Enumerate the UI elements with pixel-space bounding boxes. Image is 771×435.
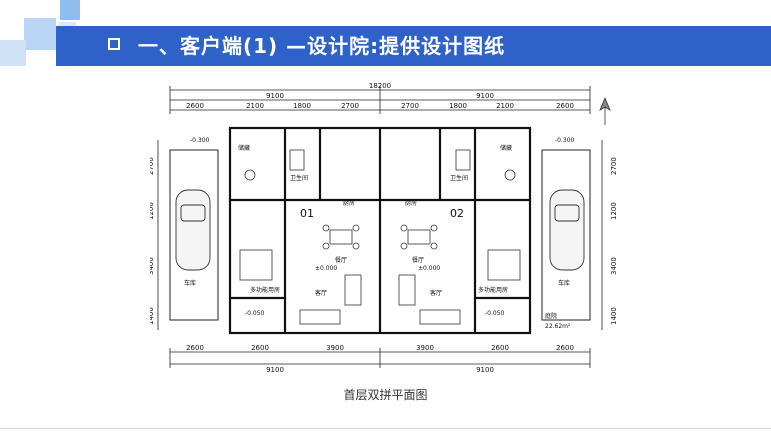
dim-right-3: 3400: [610, 257, 618, 275]
dim-right-1: 2700: [610, 157, 618, 175]
dim-top-part-8: 2600: [556, 102, 574, 110]
dim-top-part-2: 2100: [246, 102, 264, 110]
dim-left-3: 3400: [150, 257, 155, 275]
decor-square-2: [24, 18, 56, 50]
north-arrow-icon: [599, 96, 611, 125]
dim-top-part-4: 2700: [341, 102, 359, 110]
dim-top-part-3: 1800: [293, 102, 311, 110]
elevation-ext-1: -0.300: [190, 137, 210, 144]
elevation-zero-2: ±0.000: [418, 265, 440, 272]
unit-label-02: 02: [450, 207, 464, 220]
room-multi-2: 多功能用房: [478, 286, 508, 294]
plan-caption: 首层双拼平面图: [343, 388, 428, 402]
elevation-ext-2: -0.300: [555, 137, 575, 144]
room-multi-1: 多功能用房: [250, 286, 280, 294]
bottom-divider: [0, 428, 771, 429]
floor-plan: 18200 9100 9100 2600 2100 1800 2700 2700…: [147, 80, 620, 380]
dim-bottom-part-6: 2600: [556, 344, 574, 352]
elevation-zero-1: ±0.000: [315, 265, 337, 272]
dim-top-part-6: 1800: [449, 102, 467, 110]
room-garage-2: 车库: [558, 279, 570, 287]
decor-square-1: [60, 0, 80, 20]
page-title: 一、客户端(1) —设计院:提供设计图纸: [138, 34, 506, 58]
room-garage-1: 车库: [184, 279, 196, 287]
room-living-2: 客厅: [430, 289, 442, 297]
room-kitchen-2: 厨房: [405, 199, 417, 207]
dim-top-total: 18200: [369, 82, 391, 90]
room-dining-2: 餐厅: [412, 256, 424, 264]
area-note: 22.62m²: [545, 323, 571, 330]
dim-bottom-half-1: 9100: [266, 366, 284, 374]
title-bar: [56, 26, 771, 66]
room-living-1: 客厅: [315, 289, 327, 297]
dim-left-2: 1200: [150, 202, 155, 220]
dim-bottom-half-2: 9100: [476, 366, 494, 374]
floor-plan-drawing: 18200 9100 9100 2600 2100 1800 2700 2700…: [147, 82, 618, 374]
room-kitchen-1: 厨房: [343, 199, 355, 207]
dim-top-part-7: 2100: [496, 102, 514, 110]
decor-square-3: [0, 40, 26, 66]
dim-right-2: 1200: [610, 202, 618, 220]
dim-bottom-part-4: 3900: [416, 344, 434, 352]
dim-top-half-2: 9100: [476, 92, 494, 100]
room-storage-2: 储藏: [500, 144, 512, 152]
room-garden: 庭院: [545, 312, 557, 320]
dim-top-part-1: 2600: [186, 102, 204, 110]
dim-left-4: 1400: [150, 307, 155, 325]
dim-bottom-part-1: 2600: [186, 344, 204, 352]
room-bath-2: 卫生间: [450, 174, 468, 182]
dim-bottom-part-2: 2600: [251, 344, 269, 352]
title-bullet-icon: [108, 38, 120, 50]
dim-bottom-part-5: 2600: [491, 344, 509, 352]
unit-label-01: 01: [300, 207, 314, 220]
dim-top-half-1: 9100: [266, 92, 284, 100]
dim-top-part-5: 2700: [401, 102, 419, 110]
room-storage-1: 储藏: [238, 144, 250, 152]
elevation-low-2: -0.050: [485, 310, 505, 317]
elevation-low-1: -0.050: [245, 310, 265, 317]
dim-left-1: 2700: [150, 157, 155, 175]
dim-bottom-part-3: 3900: [326, 344, 344, 352]
room-bath-1: 卫生间: [290, 174, 308, 182]
room-dining-1: 餐厅: [335, 256, 347, 264]
dim-right-4: 1400: [610, 307, 618, 325]
